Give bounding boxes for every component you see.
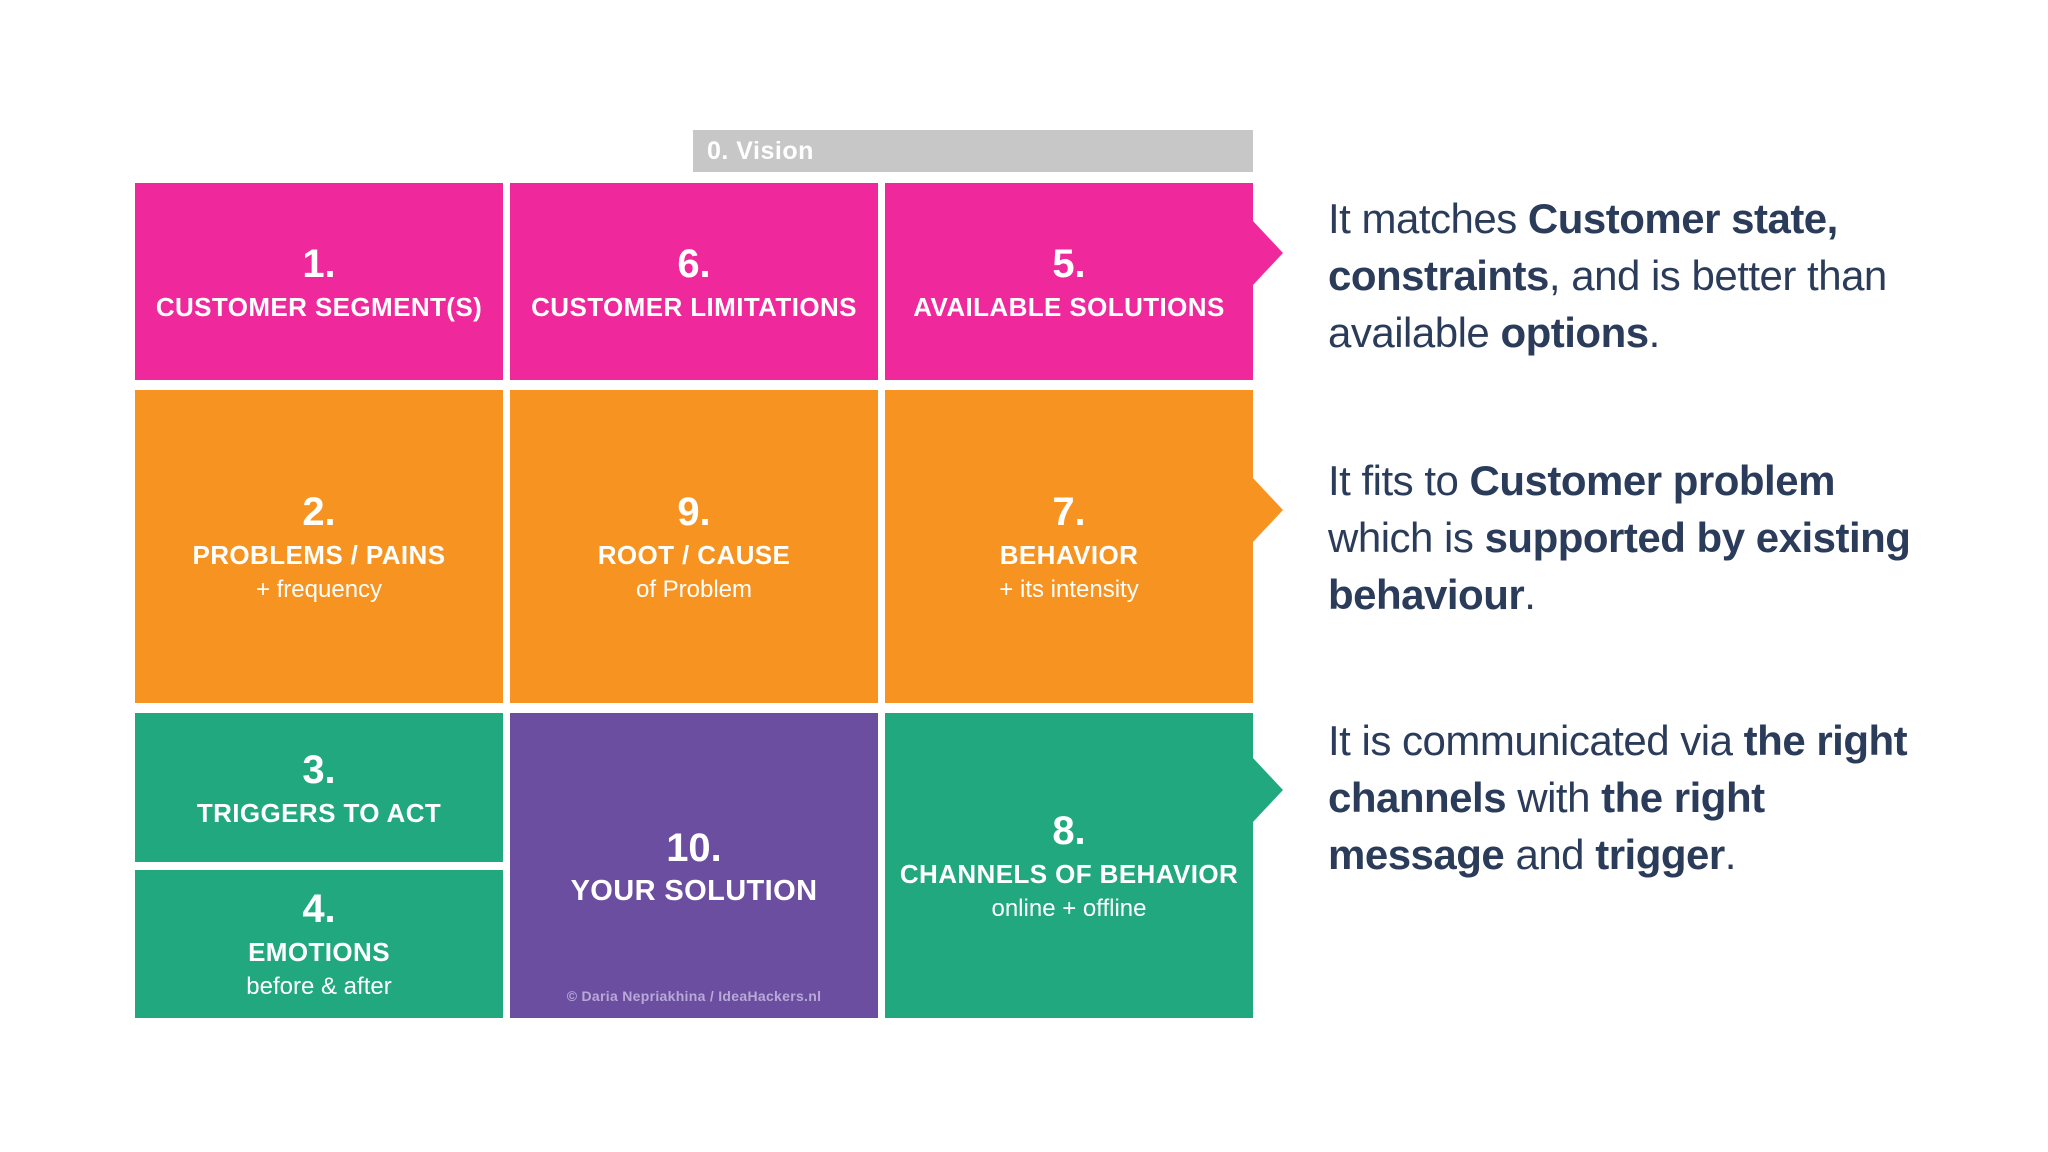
text-segment: channels (1328, 774, 1507, 821)
text-line: channels with the right (1328, 769, 1988, 826)
text-segment: with (1506, 774, 1602, 821)
box-4-emotions: 4. EMOTIONS before & after (135, 870, 503, 1018)
text-segment: supported by existing (1484, 514, 1911, 561)
text-line: It fits to Customer problem (1328, 452, 1988, 509)
text-line: available options. (1328, 304, 1988, 361)
box-label: BEHAVIOR (999, 539, 1139, 570)
box-label: TRIGGERS TO ACT (196, 797, 442, 828)
teal-arrow-icon (1253, 758, 1283, 822)
text-line: It matches Customer state, (1328, 190, 1988, 247)
box-number: 8. (1052, 808, 1086, 853)
box-7-behavior: 7. BEHAVIOR + its intensity (885, 390, 1253, 703)
text-segment: and (1504, 831, 1596, 878)
box-number: 7. (1052, 489, 1086, 534)
copyright-credit: © Daria Nepriakhina / IdeaHackers.nl (566, 988, 822, 1004)
box-subtitle: + its intensity (999, 575, 1139, 603)
text-segment: Customer problem (1469, 457, 1836, 504)
box-label: CUSTOMER LIMITATIONS (531, 291, 857, 322)
pink-arrow-icon (1253, 221, 1283, 285)
box-number: 4. (302, 887, 336, 931)
box-label: PROBLEMS / PAINS (192, 539, 446, 570)
box-label: AVAILABLE SOLUTIONS (913, 291, 1225, 322)
box-subtitle: before & after (246, 973, 392, 1000)
box-label: CUSTOMER SEGMENT(S) (155, 291, 483, 322)
text-segment: , and is better than (1548, 252, 1887, 299)
box-9-root-cause: 9. ROOT / CAUSE of Problem (510, 390, 878, 703)
text-segment: . (1724, 831, 1737, 878)
text-segment: the right (1601, 774, 1765, 821)
vision-bar: 0. Vision (693, 130, 1253, 172)
text-segment: It is communicated via (1328, 717, 1744, 764)
box-label: YOUR SOLUTION (570, 874, 818, 907)
vision-bar-label: 0. Vision (707, 137, 814, 165)
box-subtitle: online + offline (991, 894, 1147, 922)
text-segment: which is (1328, 514, 1485, 561)
box-5-available-solutions: 5. AVAILABLE SOLUTIONS (885, 183, 1253, 380)
box-subtitle: of Problem (635, 575, 753, 603)
box-subtitle: + frequency (255, 575, 383, 603)
box-label: EMOTIONS (248, 937, 390, 967)
text-segment: It matches (1328, 195, 1528, 242)
box-8-channels-of-behavior: 8. CHANNELS OF BEHAVIOR online + offline (885, 713, 1253, 1018)
box-2-problems-pains: 2. PROBLEMS / PAINS + frequency (135, 390, 503, 703)
box-6-customer-limitations: 6. CUSTOMER LIMITATIONS (510, 183, 878, 380)
box-10-your-solution: 10. YOUR SOLUTION © Daria Nepriakhina / … (510, 713, 878, 1018)
annotation-paragraph-1: It matches Customer state, constraints, … (1328, 190, 1988, 361)
box-label: ROOT / CAUSE (597, 539, 791, 570)
box-number: 6. (677, 241, 711, 286)
text-segment: message (1328, 831, 1505, 878)
box-number: 2. (302, 489, 336, 534)
text-line: behaviour. (1328, 566, 1988, 623)
annotation-paragraph-2: It fits to Customer problem which is sup… (1328, 452, 1988, 623)
text-segment: . (1524, 571, 1536, 618)
text-line: It is communicated via the right (1328, 712, 1988, 769)
box-1-customer-segments: 1. CUSTOMER SEGMENT(S) (135, 183, 503, 380)
text-segment: . (1648, 309, 1661, 356)
text-segment: It fits to (1328, 457, 1470, 504)
box-label: CHANNELS OF BEHAVIOR (899, 858, 1239, 889)
text-segment: trigger (1595, 831, 1725, 878)
text-segment: available (1328, 309, 1501, 356)
box-number: 5. (1052, 241, 1086, 286)
box-3-triggers-to-act: 3. TRIGGERS TO ACT (135, 713, 503, 862)
box-number: 3. (302, 747, 336, 792)
orange-arrow-icon (1253, 478, 1283, 542)
text-segment: Customer state, (1527, 195, 1838, 242)
text-segment: the right (1743, 717, 1908, 764)
box-number: 9. (677, 489, 711, 534)
text-line: message and trigger. (1328, 826, 1988, 883)
text-line: constraints, and is better than (1328, 247, 1988, 304)
text-line: which is supported by existing (1328, 509, 1988, 566)
box-number: 1. (302, 241, 336, 286)
box-number: 10. (666, 825, 722, 870)
text-segment: constraints (1328, 252, 1549, 299)
annotation-paragraph-3: It is communicated via the right channel… (1328, 712, 1988, 883)
text-segment: behaviour (1328, 571, 1525, 618)
text-segment: options (1500, 309, 1649, 356)
